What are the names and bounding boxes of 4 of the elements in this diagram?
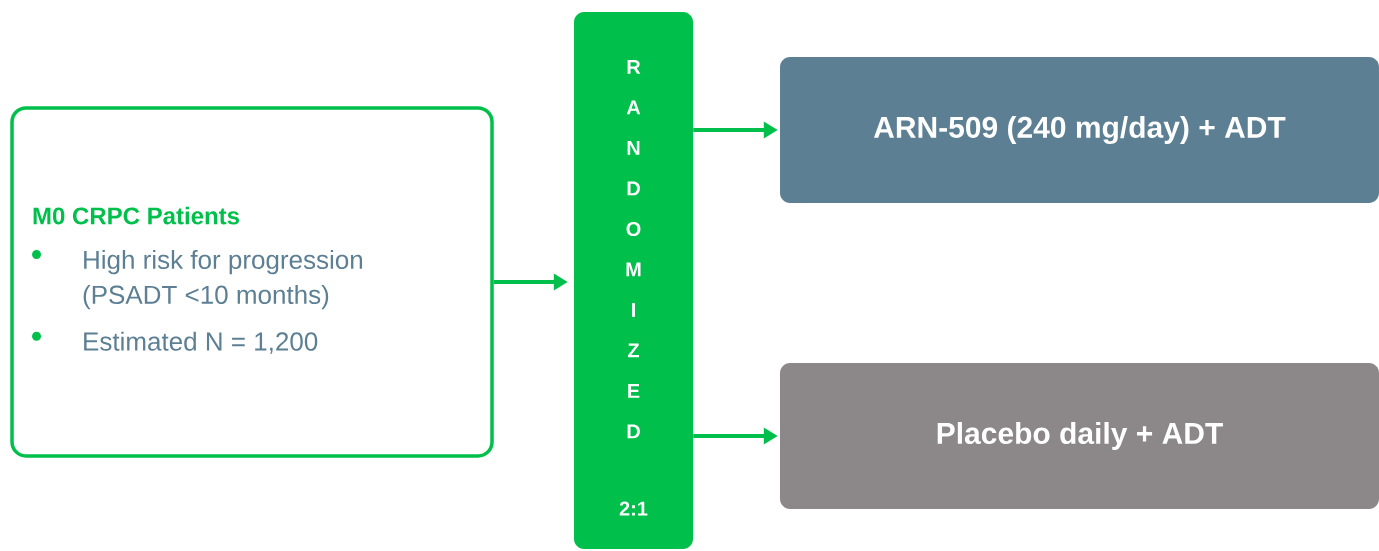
arm-box: Placebo daily + ADT <box>780 363 1379 509</box>
patient-box: M0 CRPC Patients High risk for progression (PSADT <10 months) Estimated N = 1,200 <box>10 106 494 458</box>
arm-box: ARN-509 (240 mg/day) + ADT <box>780 57 1379 203</box>
randomization-bar: RANDOMIZED 2:1 <box>574 12 693 549</box>
